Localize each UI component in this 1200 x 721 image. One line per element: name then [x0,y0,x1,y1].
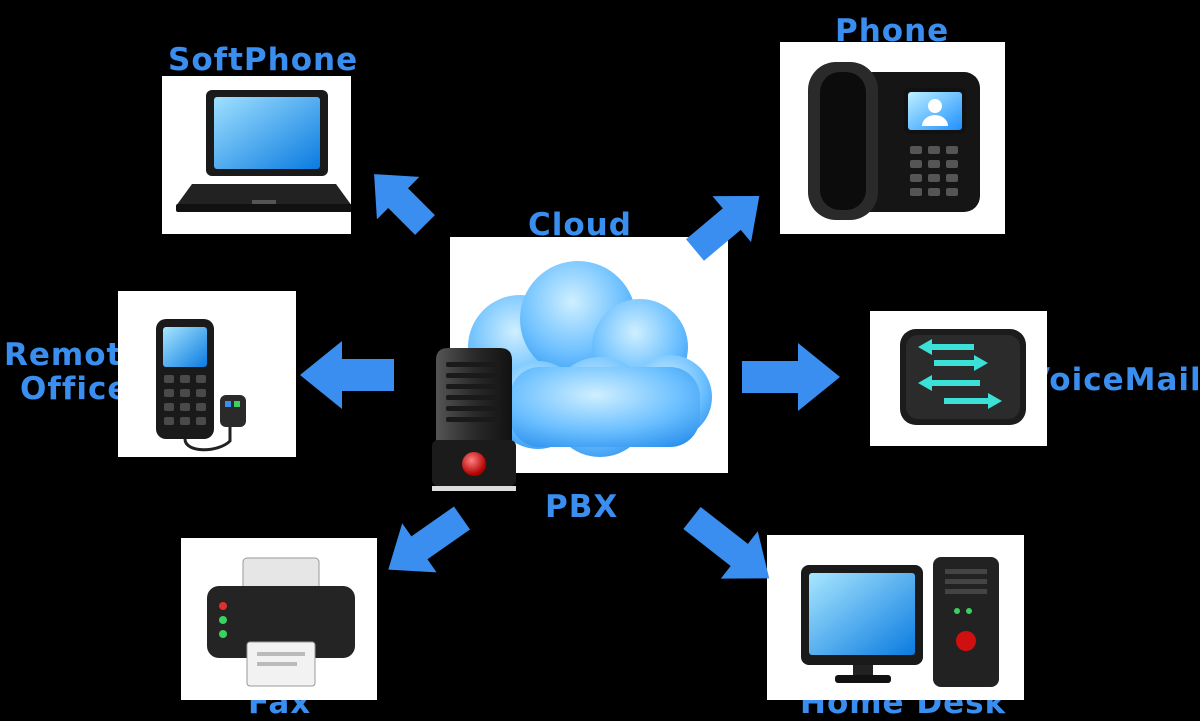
remote-office-label-line2: Office [20,371,130,407]
arrow-to-fax [388,506,471,573]
desk-phone-icon [808,62,980,220]
arrow-to-home-desk [683,506,770,579]
voicemail-arrows-icon [900,329,1026,425]
connector-arrows [300,174,840,579]
home-desk-panel [767,535,1024,700]
pbx-label: PBX [545,489,619,525]
voicemail-label: VoiceMail [1026,362,1200,398]
softphone-panel [162,76,351,234]
pbx-server-icon [432,348,516,491]
printer-icon [207,557,355,687]
remote-office-panel [118,291,296,457]
softphone-label: SoftPhone [168,42,359,78]
voicemail-panel [870,311,1047,446]
phone-label: Phone [835,13,950,49]
arrow-to-phone [686,196,760,261]
mobile-phone-icon [156,319,246,452]
phone-panel [780,42,1005,234]
arrow-to-softphone [374,174,435,235]
cloud-label: Cloud [528,207,632,243]
arrow-to-remote-office [300,341,394,409]
fax-panel [181,538,377,700]
laptop-icon [176,90,351,212]
cloud-icon [468,261,712,457]
desktop-computer-icon [801,557,999,687]
arrow-to-voicemail [742,343,840,411]
